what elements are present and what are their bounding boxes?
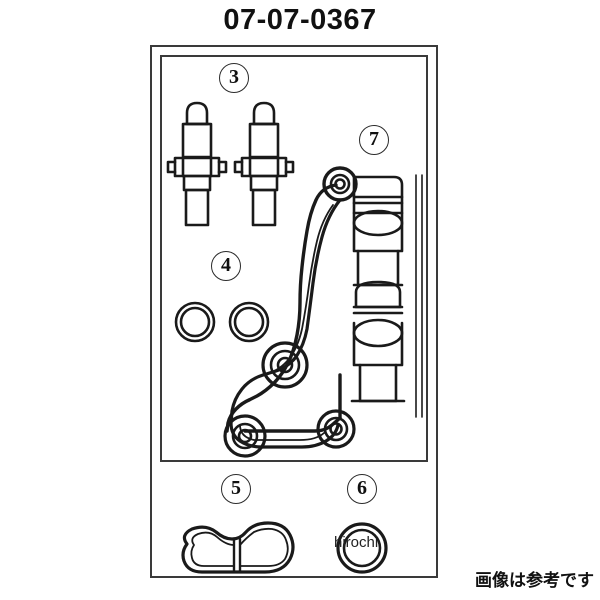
callout-6: 6 [347, 474, 377, 504]
o-ring-icon [336, 522, 388, 574]
callout-3: 3 [219, 63, 249, 93]
page-title: 07-07-0367 [223, 4, 377, 36]
callout-5: 5 [221, 474, 251, 504]
gasket-plate-icon [223, 198, 356, 458]
callout-7: 7 [359, 125, 389, 155]
sealing-washer-left-icon [174, 301, 216, 343]
sealing-washer-right-icon [228, 301, 270, 343]
callout-4: 4 [211, 251, 241, 281]
banjo-bolt-right-icon [233, 101, 295, 227]
twin-lobe-gasket-icon [181, 521, 295, 574]
banjo-bolt-left-icon [166, 101, 228, 227]
watermark-text: hirochi [334, 534, 379, 551]
diagram-artwork [166, 101, 423, 574]
caliper-bracket-icon [225, 166, 423, 433]
footer-reference-note: 画像は参考です [475, 571, 594, 591]
